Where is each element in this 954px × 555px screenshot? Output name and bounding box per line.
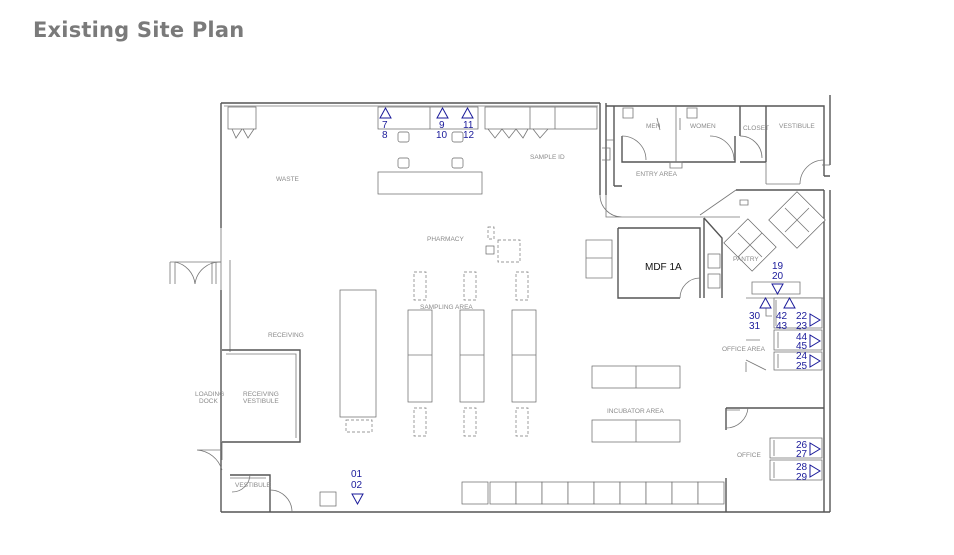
- pantry: [703, 199, 749, 298]
- chairs: [397, 131, 464, 169]
- marker-19-20[interactable]: 19 20: [771, 261, 784, 296]
- label-mdf: MDF 1A: [645, 262, 682, 273]
- marker-number: 30: [749, 311, 761, 322]
- marker-number: 45: [796, 341, 808, 352]
- marker-24-25[interactable]: 24 25: [796, 351, 821, 372]
- marker-number: 02: [351, 480, 363, 491]
- marker-9-10[interactable]: 9 10: [436, 106, 449, 141]
- label-office-area: OFFICE AREA: [722, 346, 766, 353]
- label-pharmacy: PHARMACY: [427, 236, 465, 243]
- marker-triangle-icon: [809, 334, 821, 348]
- marker-number: 27: [796, 449, 808, 460]
- label-loading-2: DOCK: [199, 398, 218, 405]
- receiving-vestibule: [196, 349, 337, 513]
- label-men: MEN: [646, 123, 661, 130]
- label-receiving-vestibule-1: RECEIVING: [243, 391, 279, 398]
- marker-number: 19: [772, 261, 784, 272]
- label-pantry: PANTRY: [733, 256, 759, 263]
- label-sampling-area: SAMPLING AREA: [420, 304, 473, 311]
- label-sample-id: SAMPLE ID: [530, 154, 565, 161]
- office-room: [725, 407, 824, 512]
- pharmacy-fixtures: [485, 226, 521, 263]
- label-incubator-area: INCUBATOR AREA: [607, 408, 664, 415]
- marker-44-45[interactable]: 44 45: [796, 332, 821, 352]
- marker-triangle-icon: [351, 493, 364, 506]
- marker-number: 22: [796, 311, 808, 322]
- marker-number: 9: [439, 120, 445, 131]
- marker-number: 44: [796, 332, 808, 343]
- sampling-tables: [339, 289, 537, 418]
- label-receiving: RECEIVING: [268, 332, 304, 339]
- waste-cabinet: [227, 106, 257, 139]
- label-vestibule-bottom: VESTIBULE: [235, 482, 271, 489]
- bottom-cabinets: [461, 481, 725, 505]
- marker-7-8[interactable]: 7 8: [379, 106, 392, 141]
- marker-28-29[interactable]: 28 29: [796, 462, 821, 483]
- marker-number: 11: [463, 120, 474, 131]
- marker-number: 01: [351, 469, 363, 480]
- marker-42-43[interactable]: 42 43: [776, 296, 796, 332]
- marker-22-23[interactable]: 22 23: [796, 311, 821, 332]
- incubator-benches: [591, 365, 681, 443]
- marker-number: 20: [772, 271, 784, 282]
- top-counters: [377, 106, 598, 139]
- marker-triangle-icon: [809, 354, 821, 368]
- marker-number: 42: [776, 311, 788, 322]
- marker-number: 10: [436, 130, 448, 141]
- page-title: Existing Site Plan: [33, 18, 245, 42]
- marker-number: 12: [463, 130, 475, 141]
- waste-table: [377, 171, 483, 195]
- marker-triangle-icon: [436, 106, 449, 119]
- marker-number: 7: [382, 120, 388, 131]
- receiving-door: [169, 228, 222, 290]
- mdf-room: [585, 227, 701, 299]
- dining-tables: [723, 191, 826, 272]
- marker-number: 29: [796, 472, 808, 483]
- marker-number: 23: [796, 321, 808, 332]
- marker-number: 8: [382, 130, 388, 141]
- marker-number: 25: [796, 361, 808, 372]
- sampling-stools: [345, 271, 529, 437]
- label-loading-1: LOADING: [195, 391, 224, 398]
- label-office: OFFICE: [737, 452, 761, 459]
- label-entry-area: ENTRY AREA: [636, 171, 678, 178]
- marker-triangle-icon: [759, 296, 772, 309]
- label-vestibule-right: VESTIBULE: [779, 123, 815, 130]
- marker-triangle-icon: [809, 464, 821, 478]
- marker-triangle-icon: [461, 106, 474, 119]
- marker-triangle-icon: [809, 313, 821, 327]
- marker-26-27[interactable]: 26 27: [796, 440, 821, 460]
- marker-30-31[interactable]: 30 31: [749, 296, 772, 332]
- label-waste: WASTE: [276, 176, 300, 183]
- marker-triangle-icon: [771, 283, 784, 296]
- marker-triangle-icon: [809, 442, 821, 456]
- marker-11-12[interactable]: 11 12: [461, 106, 475, 141]
- exterior-walls: [220, 95, 831, 513]
- marker-triangle-icon: [783, 296, 796, 309]
- marker-number: 31: [749, 321, 761, 332]
- label-women: WOMEN: [690, 123, 716, 130]
- marker-number: 24: [796, 351, 808, 362]
- marker-triangle-icon: [379, 106, 392, 119]
- label-receiving-vestibule-2: VESTIBULE: [243, 398, 279, 405]
- marker-01-02[interactable]: 01 02: [351, 469, 364, 506]
- marker-number: 26: [796, 440, 808, 451]
- marker-number: 43: [776, 321, 788, 332]
- label-closet: CLOSET: [743, 125, 769, 132]
- interior-walls-right: [599, 106, 825, 218]
- marker-number: 28: [796, 462, 808, 473]
